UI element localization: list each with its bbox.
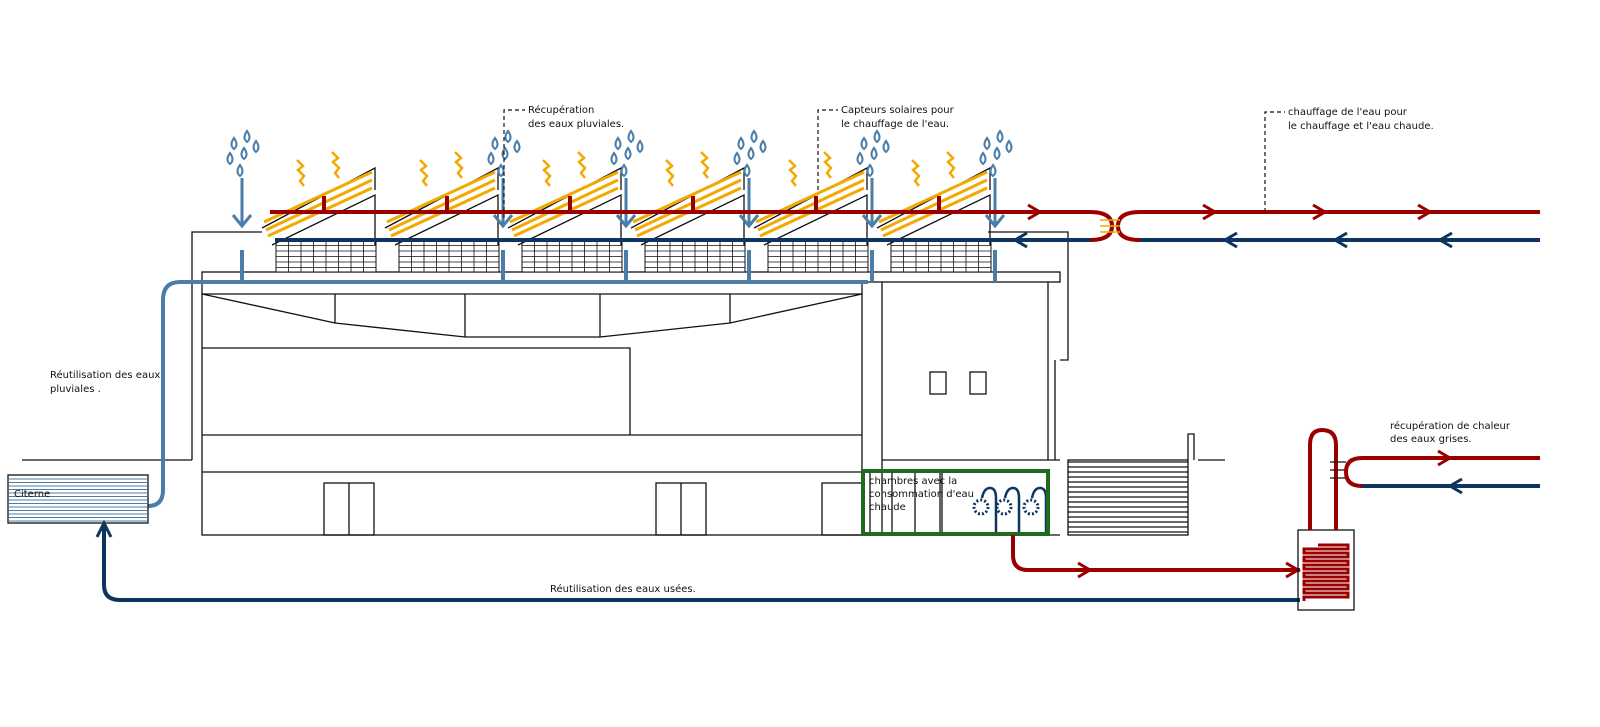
raindrop-icon	[491, 136, 499, 151]
raindrop-icon	[759, 139, 767, 154]
solar-roof-module	[507, 129, 644, 282]
raindrop-icon	[983, 136, 991, 151]
raindrop-icon	[750, 129, 758, 144]
heating-loop	[270, 203, 1540, 249]
sun-heat-icon	[911, 159, 921, 187]
arrow-right-icon	[1312, 203, 1328, 221]
raindrop-icon	[513, 139, 521, 154]
roof-modules	[226, 129, 1013, 284]
raindrop-icon	[747, 146, 755, 161]
raindrop-icon	[860, 136, 868, 151]
raindrop-icon	[624, 146, 632, 161]
solar-roof-module	[876, 129, 1013, 282]
raindrop-icon	[993, 146, 1001, 161]
raindrop-icon	[236, 163, 244, 178]
raindrop-icon	[230, 136, 238, 151]
hot-water-rooms	[861, 469, 1301, 579]
arrow-left-icon	[1222, 231, 1238, 249]
arrow-right-icon	[1417, 203, 1433, 221]
shower-icon	[980, 486, 998, 535]
solar-roof-module	[384, 129, 521, 282]
wastewater-reuse-pipe	[102, 525, 1300, 602]
raindrop-icon	[614, 136, 622, 151]
arrow-left-icon	[1332, 231, 1348, 249]
arrow-right-icon	[1027, 203, 1043, 221]
greywater-heat-exchanger	[1297, 427, 1540, 611]
raindrop-icon	[620, 163, 628, 178]
raindrop-icon	[243, 129, 251, 144]
raindrop-icon	[737, 136, 745, 151]
tank-label: Citerne	[14, 489, 50, 500]
raindrop-icon	[856, 151, 864, 166]
sun-heat-icon	[577, 151, 587, 179]
raindrop-icon	[610, 151, 618, 166]
raindrop-icon	[989, 163, 997, 178]
raindrop-icon	[870, 146, 878, 161]
arrow-down-icon	[984, 178, 1006, 229]
raindrop-icon	[636, 139, 644, 154]
solar-roof-module	[753, 129, 890, 282]
sun-heat-icon	[823, 151, 833, 179]
stairs	[1067, 459, 1189, 536]
raindrop-icon	[1005, 139, 1013, 154]
raindrop-icon	[866, 163, 874, 178]
arrow-icon	[95, 519, 113, 538]
sun-heat-icon	[454, 151, 464, 179]
sun-heat-icon	[542, 159, 552, 187]
sun-heat-icon	[665, 159, 675, 187]
raindrop-icon	[996, 129, 1004, 144]
solar-roof-module	[630, 129, 767, 282]
arrow-down-icon	[861, 178, 883, 229]
raindrop-icon	[226, 151, 234, 166]
raindrop-icon	[501, 146, 509, 161]
raindrop-icon	[627, 129, 635, 144]
arrow-right-icon	[1202, 203, 1218, 221]
raindrop-icon	[252, 139, 260, 154]
raindrop-icon	[240, 146, 248, 161]
sun-heat-icon	[700, 151, 710, 179]
sun-heat-icon	[946, 151, 956, 179]
shower-icon	[1003, 486, 1021, 535]
raindrop-icon	[873, 129, 881, 144]
raindrop-icon	[733, 151, 741, 166]
arrow-down-icon	[738, 178, 760, 229]
wastewater-reuse-label: Réutilisation des eaux usées.	[550, 583, 696, 595]
sun-heat-icon	[419, 159, 429, 187]
raindrop-icon	[979, 151, 987, 166]
arrow-down-icon	[231, 178, 253, 229]
arrow-down-icon	[492, 178, 514, 229]
arrow-left-icon	[1437, 231, 1453, 249]
solar-roof-module	[226, 129, 377, 273]
sun-heat-icon	[296, 159, 306, 187]
sun-heat-icon	[331, 151, 341, 179]
raindrop-icon	[882, 139, 890, 154]
raindrop-icon	[504, 129, 512, 144]
raindrop-icon	[743, 163, 751, 178]
raindrop-icon	[487, 151, 495, 166]
rain-reuse-pipe	[108, 250, 244, 508]
raindrop-icon	[497, 163, 505, 178]
tank-citerne: Citerne	[7, 474, 149, 524]
arrow-down-icon	[615, 178, 637, 229]
shower-icon	[1030, 486, 1048, 535]
arrow-left-icon	[1012, 231, 1028, 249]
sun-heat-icon	[788, 159, 798, 187]
